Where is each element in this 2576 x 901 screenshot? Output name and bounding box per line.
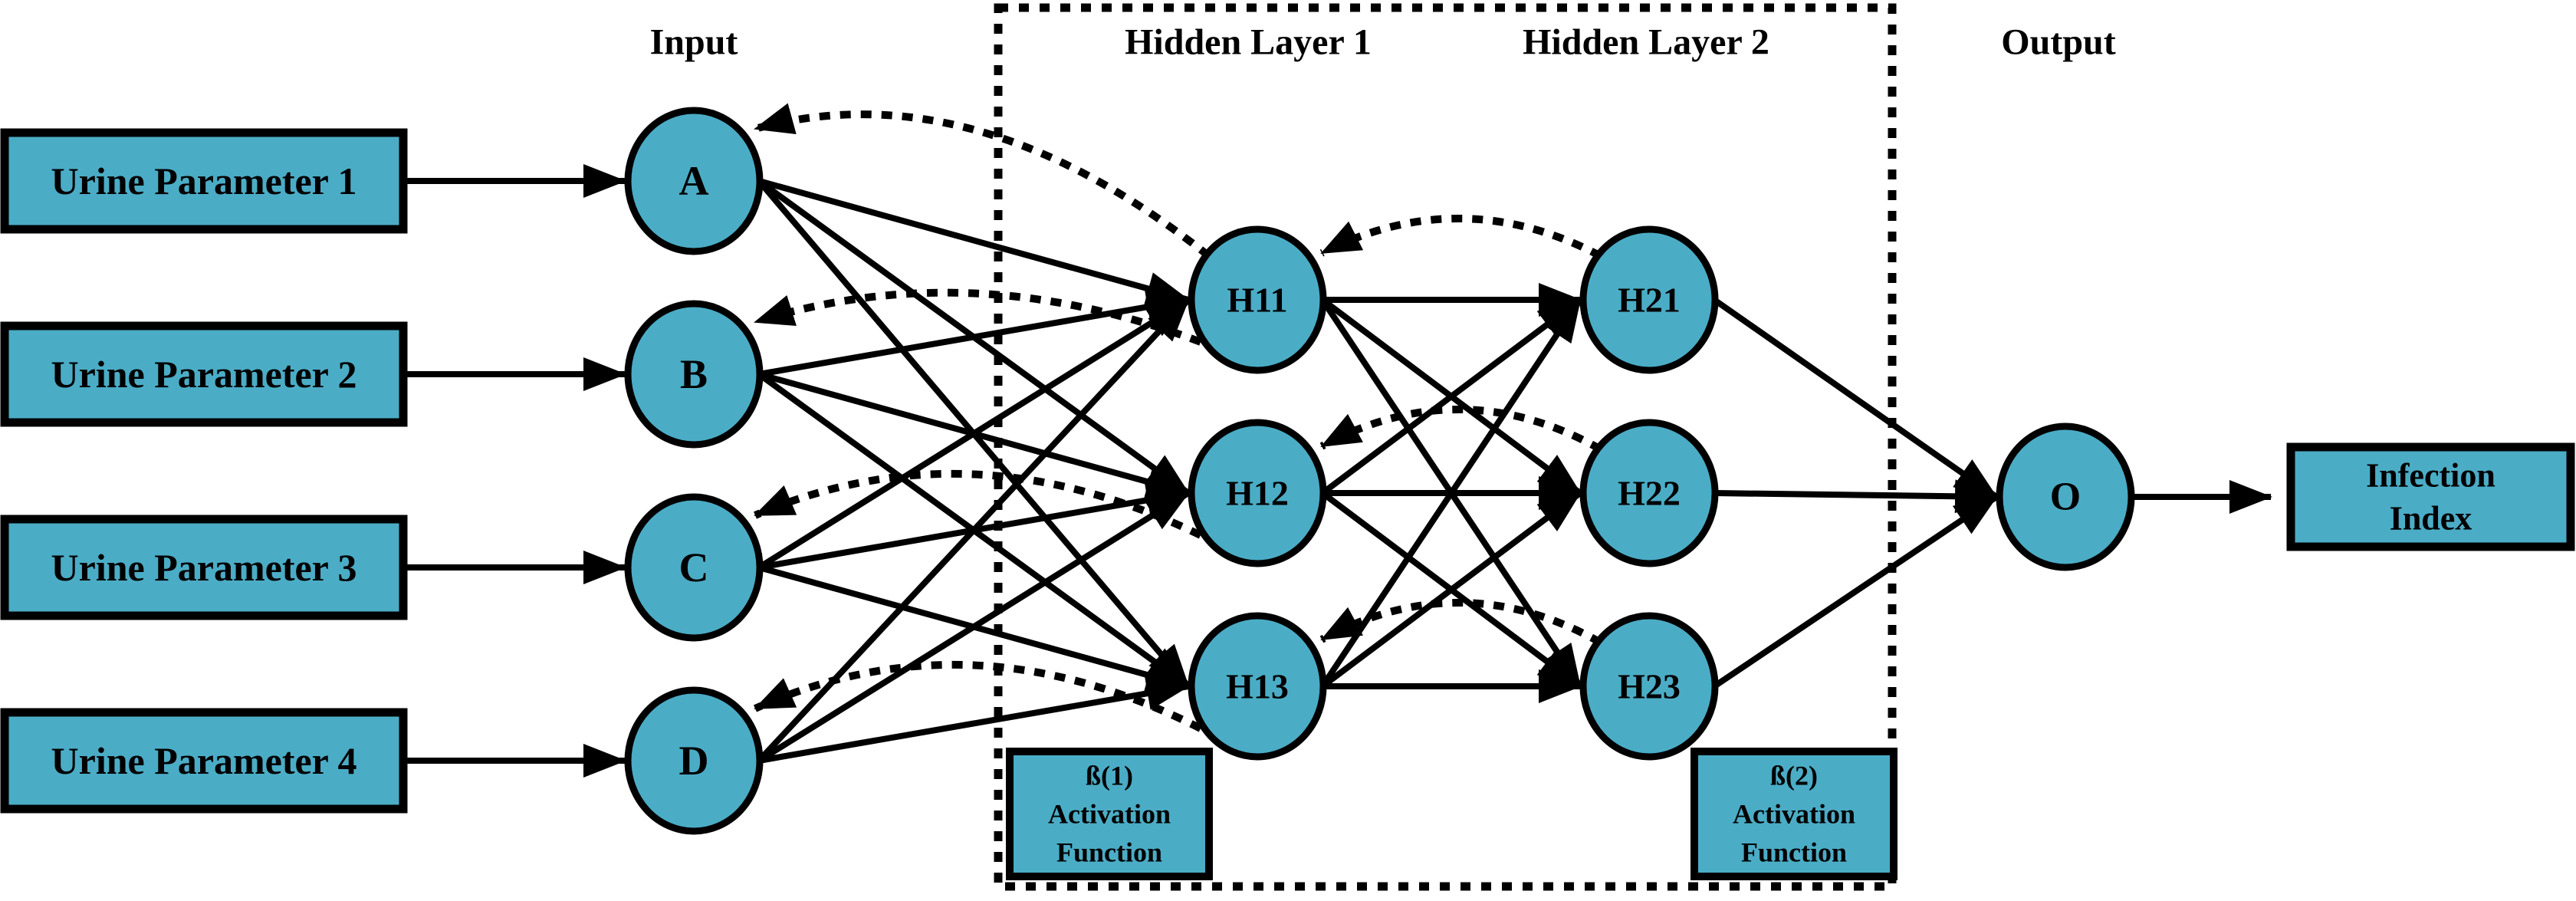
output-box-label-line2: Index (2390, 500, 2472, 538)
node-H11 (1188, 225, 1327, 374)
activation-box-2-line1: ß(2) (1770, 761, 1818, 791)
edge-H13-H22 (1320, 490, 1582, 689)
node-A (624, 107, 764, 255)
edge-H12-H21 (1320, 297, 1582, 496)
activation-box-1-line1: ß(1) (1086, 761, 1133, 791)
input-parameter-boxes: Urine Parameter 1 Urine Parameter 2 Urine … (0, 128, 408, 814)
activation-box-rect-2 (1691, 748, 1898, 880)
edge-H23-O (1712, 494, 1999, 689)
layer-label-input: Input (650, 22, 738, 63)
edge-H21-O (1712, 297, 1999, 500)
edge-C-H11 (757, 297, 1191, 571)
input-box-UP2 (0, 321, 408, 427)
input-box-UP4 (0, 708, 408, 814)
node-D (624, 686, 764, 835)
node-label-H21: H21 (1618, 281, 1681, 320)
edge-D-H13 (758, 676, 1190, 764)
edge-A-H11 (757, 178, 1190, 305)
input-box-label-UP1: Urine Parameter 1 (51, 159, 357, 202)
node-B (624, 300, 764, 449)
node-H21 (1579, 225, 1719, 374)
input-box-label-UP2: Urine Parameter 2 (51, 353, 357, 396)
node-H23 (1579, 612, 1719, 761)
node-H13 (1188, 612, 1327, 761)
edge-H13-H21 (1319, 298, 1583, 689)
feedback-edge-H11-B (754, 288, 1202, 346)
edge-H22-O (1714, 479, 1998, 514)
output-box (2286, 442, 2575, 551)
input-box-label-UP3: Urine Parameter 3 (51, 546, 357, 589)
node-C (624, 493, 764, 642)
node-label-H23: H23 (1618, 667, 1681, 706)
node-H12 (1188, 419, 1327, 567)
input-box-UP1 (0, 128, 408, 234)
feedback-edge-H22-H12 (1319, 406, 1603, 453)
feedback-edge-H23-H13 (1319, 599, 1603, 646)
node-label-A: A (679, 158, 709, 204)
output-box-label-line1: Infection (2366, 457, 2496, 495)
layer-label-output: Output (2001, 22, 2115, 63)
layer-label-hidden1: Hidden Layer 1 (1125, 22, 1372, 63)
layer-label-hidden2: Hidden Layer 2 (1523, 22, 1769, 63)
input-box-UP3 (0, 515, 408, 620)
activation-box-2-line3: Function (1741, 837, 1847, 868)
node-label-O: O (2050, 475, 2081, 519)
edge-D-H12 (757, 490, 1191, 764)
node-label-H12: H12 (1226, 474, 1289, 513)
feedback-connections (753, 103, 1603, 732)
activation-box-rect-1 (1006, 748, 1213, 880)
node-label-B: B (680, 351, 708, 397)
node-label-H11: H11 (1227, 281, 1287, 320)
node-label-C: C (679, 544, 709, 590)
connections (403, 164, 2272, 778)
feedback-edge-H21-H11 (1319, 215, 1603, 260)
node-H22 (1579, 419, 1719, 567)
node-label-H13: H13 (1226, 667, 1289, 706)
activation-box-1-line2: Activation (1048, 799, 1171, 830)
feedback-edge-H12-C (754, 469, 1203, 539)
activation-box-2-line2: Activation (1733, 799, 1855, 830)
node-label-H22: H22 (1618, 474, 1681, 513)
activation-box-1-line3: Function (1056, 837, 1162, 868)
hidden-layers-container (994, 3, 1897, 891)
node-label-D: D (679, 738, 709, 784)
input-box-label-UP4: Urine Parameter 4 (51, 739, 357, 782)
node-O (1996, 423, 2135, 571)
feedback-edge-H13-D (753, 660, 1203, 732)
